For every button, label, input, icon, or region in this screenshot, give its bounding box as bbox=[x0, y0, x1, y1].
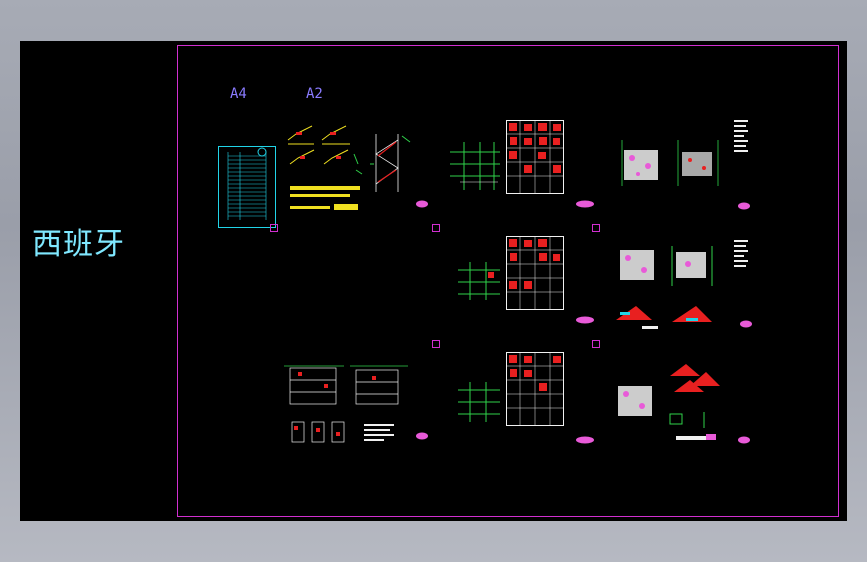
column-plan-3[interactable] bbox=[614, 356, 724, 448]
table-drawing-a4[interactable] bbox=[218, 146, 276, 228]
detail-table-3[interactable] bbox=[506, 352, 564, 426]
plan-grid-1[interactable] bbox=[450, 142, 500, 192]
elevation-drawings[interactable] bbox=[284, 362, 410, 452]
title-stamp bbox=[416, 200, 428, 208]
column-plan-1[interactable] bbox=[618, 136, 722, 192]
layout-marker bbox=[592, 224, 600, 232]
title-stamp bbox=[738, 202, 750, 210]
column-plan-2[interactable] bbox=[612, 246, 722, 338]
plan-grid-2[interactable] bbox=[458, 262, 500, 302]
title-stamp bbox=[740, 320, 752, 328]
detail-table-2[interactable] bbox=[506, 236, 564, 310]
title-stamp bbox=[416, 432, 428, 440]
sheet-tag-a4: A4 bbox=[230, 86, 247, 102]
drawing-frame: A4 A2 bbox=[177, 45, 839, 517]
title-stamp bbox=[738, 436, 750, 444]
notes-column-1[interactable] bbox=[734, 120, 750, 160]
sheet-tag-a2: A2 bbox=[306, 86, 323, 102]
layout-marker bbox=[432, 224, 440, 232]
layout-marker bbox=[592, 340, 600, 348]
title-stamp bbox=[576, 436, 594, 444]
cad-canvas[interactable]: 西班牙 A4 A2 bbox=[20, 41, 847, 521]
layout-marker bbox=[432, 340, 440, 348]
notes-column-2[interactable] bbox=[734, 240, 750, 280]
plan-grid-3[interactable] bbox=[458, 382, 500, 424]
title-stamp bbox=[576, 316, 594, 324]
stair-section-drawing[interactable] bbox=[368, 134, 412, 194]
stair-details-drawing[interactable] bbox=[286, 124, 366, 224]
layout-marker bbox=[270, 224, 278, 232]
title-stamp bbox=[576, 200, 594, 208]
side-label: 西班牙 bbox=[32, 227, 125, 262]
detail-table-1[interactable] bbox=[506, 120, 564, 194]
